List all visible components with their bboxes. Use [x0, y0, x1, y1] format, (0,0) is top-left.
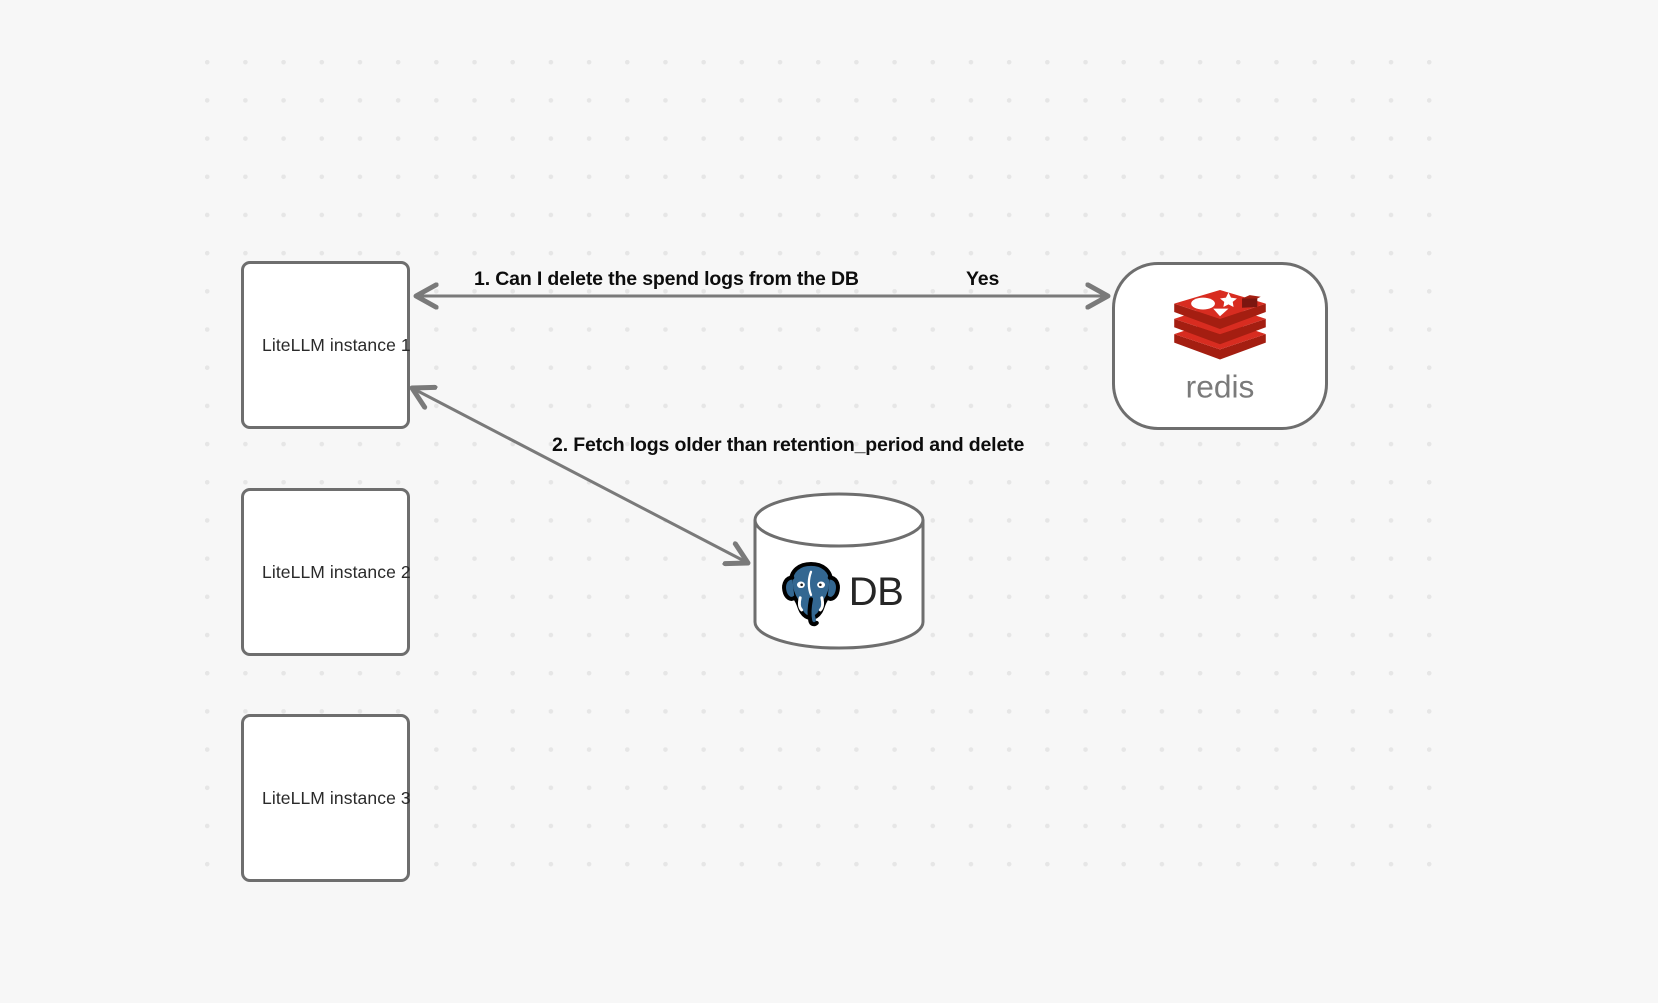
node-redis[interactable]: redis	[1112, 262, 1328, 430]
redis-wordmark: redis	[1160, 368, 1280, 406]
node-litellm-instance-2[interactable]: LiteLLM instance 2	[241, 488, 411, 656]
edge-label-step-2: 2. Fetch logs older than retention_perio…	[552, 434, 1025, 456]
edge-label-step-1: 1. Can I delete the spend logs from the …	[474, 268, 859, 290]
node-litellm-instance-3[interactable]: LiteLLM instance 3	[241, 714, 411, 882]
svg-text:redis: redis	[1186, 370, 1255, 404]
redis-logo-icon	[1166, 290, 1274, 368]
edge-instance1-to-db	[412, 388, 748, 563]
postgresql-elephant-icon	[775, 556, 847, 628]
edge-label-yes: Yes	[966, 268, 1000, 290]
node-litellm-instance-1[interactable]: LiteLLM instance 1	[241, 261, 411, 429]
node-label: LiteLLM instance 2	[262, 561, 411, 582]
database-label: DB	[848, 570, 904, 614]
node-label: LiteLLM instance 3	[262, 787, 411, 808]
node-database[interactable]: DB	[753, 492, 925, 650]
node-label: LiteLLM instance 1	[262, 334, 411, 355]
